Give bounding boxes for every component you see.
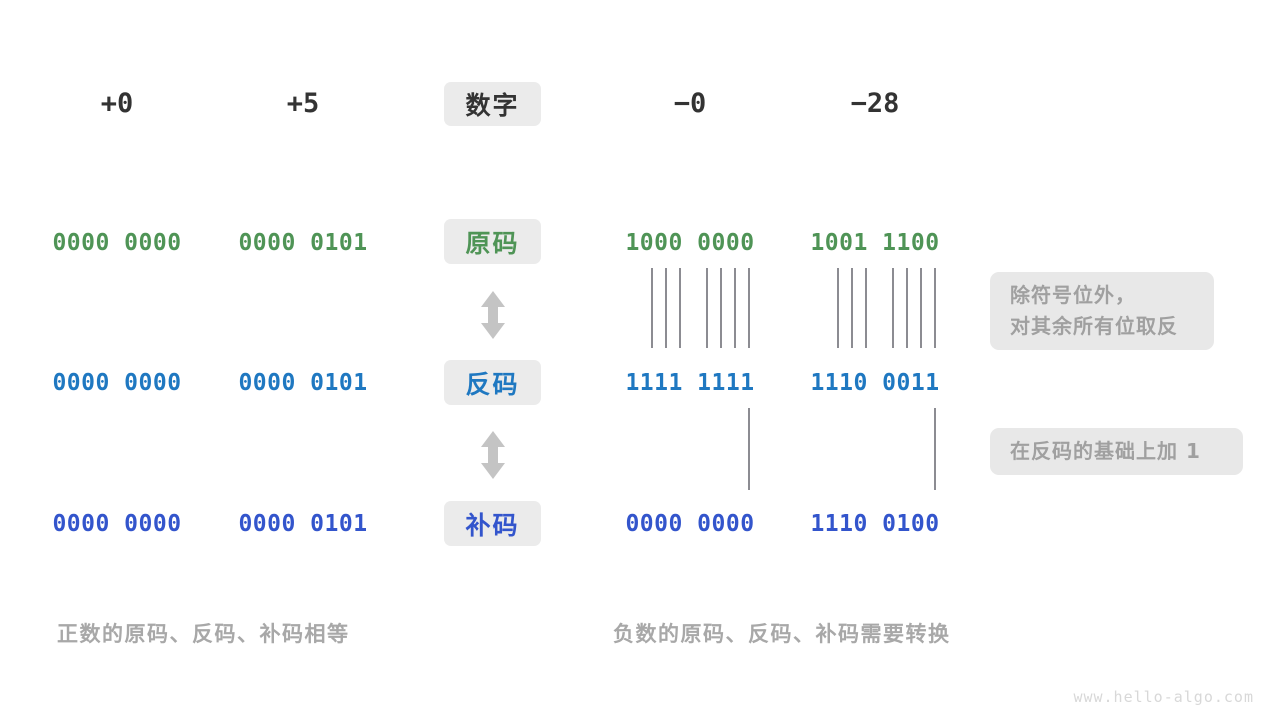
tick-invert-a-7 [748, 268, 750, 348]
tick-invert-a-6 [734, 268, 736, 348]
tick-invert-b-7 [934, 268, 936, 348]
row-ones-complement-positive-0: 0000 0000 [52, 370, 182, 396]
row-pill-ones-complement: 反码 [444, 360, 541, 405]
note-add-one: 在反码的基础上加 1 [990, 428, 1243, 475]
tick-invert-a-1 [651, 268, 653, 348]
row-pill-sign-magnitude: 原码 [444, 219, 541, 264]
row-sign-magnitude-negative-0: 1000 0000 [625, 230, 755, 256]
row-ones-complement-negative-0: 1111 1111 [625, 370, 755, 396]
note-add-one-line1: 在反码的基础上加 1 [1010, 439, 1201, 463]
header-value-minus-twentyeight: −28 [850, 88, 900, 119]
row-twos-complement-positive-0: 0000 0000 [52, 511, 182, 537]
tick-invert-b-2 [851, 268, 853, 348]
row-sign-magnitude-positive-1: 0000 0101 [238, 230, 368, 256]
row-ones-complement-positive-1: 0000 0101 [238, 370, 368, 396]
double-arrow-vertical-icon-2 [476, 430, 510, 484]
tick-plusone-a [748, 408, 750, 490]
row-ones-complement-negative-1: 1110 0011 [810, 370, 940, 396]
tick-invert-b-1 [837, 268, 839, 348]
row-sign-magnitude-negative-1: 1001 1100 [810, 230, 940, 256]
header-value-plus-zero: +0 [100, 88, 134, 119]
caption-negative: 负数的原码、反码、补码需要转换 [613, 622, 951, 646]
row-twos-complement-positive-1: 0000 0101 [238, 511, 368, 537]
header-value-plus-five: +5 [286, 88, 320, 119]
double-arrow-vertical-icon-1 [476, 290, 510, 344]
watermark: www.hello-algo.com [1073, 688, 1254, 706]
note-invert-bits-line2: 对其余所有位取反 [1010, 314, 1178, 338]
header-value-minus-zero: −0 [673, 88, 707, 119]
row-twos-complement-negative-1: 1110 0100 [810, 511, 940, 537]
header-pill-number: 数字 [444, 82, 541, 126]
row-sign-magnitude-positive-0: 0000 0000 [52, 230, 182, 256]
note-invert-bits: 除符号位外， 对其余所有位取反 [990, 272, 1214, 350]
row-pill-twos-complement: 补码 [444, 501, 541, 546]
tick-invert-b-5 [906, 268, 908, 348]
tick-invert-a-5 [720, 268, 722, 348]
tick-invert-b-4 [892, 268, 894, 348]
row-twos-complement-negative-0: 0000 0000 [625, 511, 755, 537]
tick-invert-a-4 [706, 268, 708, 348]
tick-invert-b-3 [865, 268, 867, 348]
tick-invert-a-3 [679, 268, 681, 348]
tick-invert-b-6 [920, 268, 922, 348]
caption-positive: 正数的原码、反码、补码相等 [57, 622, 350, 646]
tick-plusone-b [934, 408, 936, 490]
tick-invert-a-2 [665, 268, 667, 348]
note-invert-bits-line1: 除符号位外， [1010, 283, 1136, 307]
